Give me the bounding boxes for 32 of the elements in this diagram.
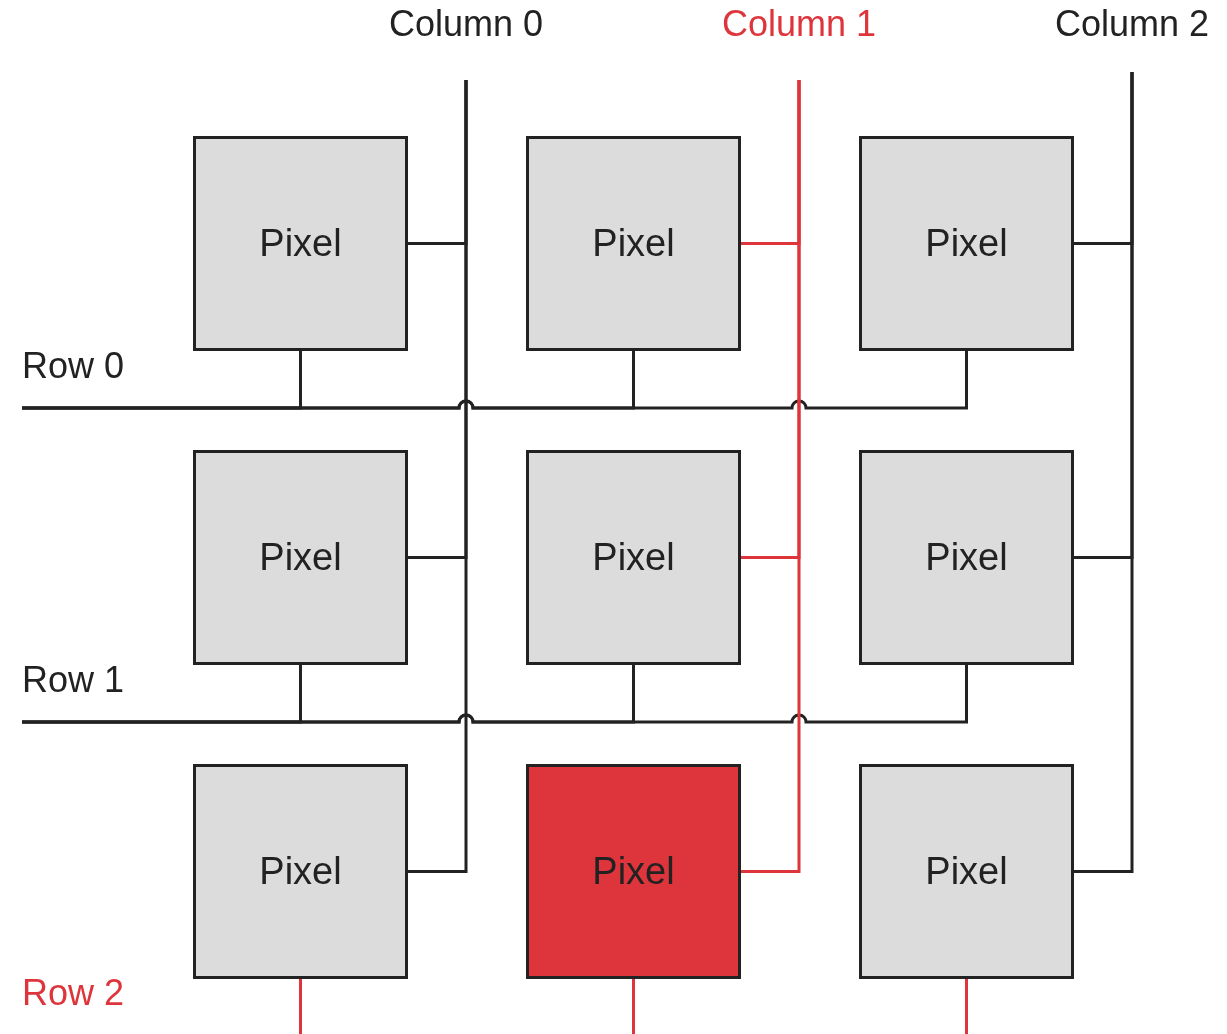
wire xyxy=(741,80,801,873)
row-label: Row 0 xyxy=(22,346,125,386)
wire xyxy=(22,351,968,410)
pixel-label: Pixel xyxy=(259,222,342,265)
pixel-label: Pixel xyxy=(259,850,342,893)
pixel-box xyxy=(526,136,741,351)
wire xyxy=(408,80,468,873)
pixel-label: Pixel xyxy=(592,222,675,265)
pixel-box xyxy=(859,764,1074,979)
pixel-box xyxy=(526,450,741,665)
pixel-label: Pixel xyxy=(925,222,1008,265)
pixel-label: Pixel xyxy=(925,536,1008,579)
wire xyxy=(22,665,968,724)
column-label: Column 2 xyxy=(1054,4,1210,44)
pixel-box xyxy=(193,764,408,979)
pixel-box xyxy=(193,450,408,665)
pixel-box xyxy=(193,136,408,351)
pixel-label: Pixel xyxy=(592,536,675,579)
pixel-box xyxy=(859,136,1074,351)
pixel-label: Pixel xyxy=(925,850,1008,893)
row-label: Row 2 xyxy=(22,973,125,1013)
wire xyxy=(1074,72,1134,873)
pixel-box xyxy=(526,764,741,979)
column-label: Column 0 xyxy=(388,4,544,44)
wire xyxy=(965,979,968,1034)
pixel-box xyxy=(859,450,1074,665)
pixel-label: Pixel xyxy=(592,850,675,893)
pixel-label: Pixel xyxy=(259,536,342,579)
wire xyxy=(632,979,635,1034)
column-label: Column 1 xyxy=(721,4,877,44)
row-label: Row 1 xyxy=(22,660,125,700)
wire xyxy=(299,979,302,1034)
